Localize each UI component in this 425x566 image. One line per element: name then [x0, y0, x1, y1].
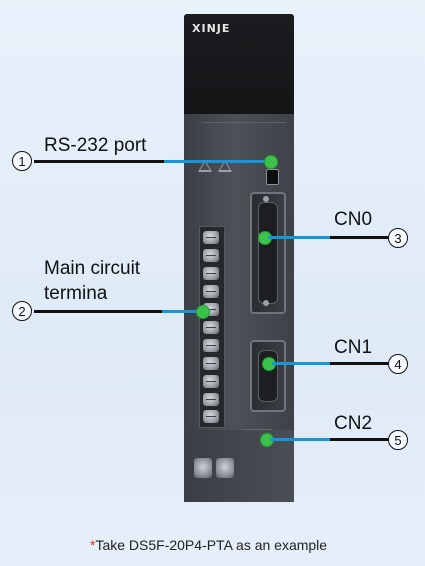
terminal-screw-icon [203, 267, 219, 280]
callout-number-4: 4 [388, 354, 408, 374]
callout-number-2: 2 [12, 301, 32, 321]
rs232-port-socket [266, 169, 279, 185]
terminal-screw-icon [203, 410, 219, 423]
callout-label-rs232: RS-232 port [44, 135, 147, 156]
leader-line-1 [34, 160, 164, 163]
screw-icon [263, 300, 269, 306]
terminal-screw-icon [203, 285, 219, 298]
warning-icon [198, 160, 212, 172]
main-circuit-terminal-block [199, 226, 225, 428]
terminal-screw-icon [203, 249, 219, 262]
callout-number-1: 1 [12, 151, 32, 171]
servo-drive: XINJE [184, 14, 294, 502]
ground-terminal-icon [216, 458, 234, 478]
ground-terminal-icon [194, 458, 212, 478]
footnote: *Take DS5F-20P4-PTA as an example [90, 537, 327, 553]
leader-line-accent-4 [272, 362, 330, 365]
leader-line-5 [330, 438, 388, 441]
panel-divider [202, 122, 286, 123]
leader-line-2 [34, 310, 162, 313]
callout-label-cn0: CN0 [334, 209, 373, 230]
callout-label-main-circuit-line1: Main circuit [44, 258, 141, 279]
leader-line-accent-5 [270, 438, 330, 441]
leader-line-accent-2 [162, 310, 204, 313]
terminal-screw-icon [203, 339, 219, 352]
brand-logo: XINJE [192, 22, 231, 35]
callout-label-cn2: CN2 [334, 413, 373, 434]
leader-line-3 [330, 236, 388, 239]
callout-number-3: 3 [388, 228, 408, 248]
callout-number-5: 5 [388, 430, 408, 450]
terminal-screw-icon [203, 231, 219, 244]
anchor-dot-1 [264, 155, 278, 169]
terminal-screw-icon [203, 393, 219, 406]
drive-display-area: XINJE [184, 14, 294, 114]
leader-line-4 [330, 362, 388, 365]
callout-label-main-circuit-line2: termina [44, 283, 108, 304]
screw-icon [263, 196, 269, 202]
warning-icon [218, 160, 232, 172]
cn0-connector-face [258, 202, 278, 304]
footnote-text: Take DS5F-20P4-PTA as an example [95, 537, 328, 553]
cn0-connector [250, 192, 286, 314]
cn1-connector [250, 340, 286, 412]
callout-label-cn1: CN1 [334, 337, 373, 358]
anchor-dot-2 [196, 305, 210, 319]
footnote-marker: * [90, 537, 96, 553]
leader-line-accent-3 [268, 236, 330, 239]
terminal-screw-icon [203, 357, 219, 370]
leader-line-accent-1 [164, 160, 270, 163]
terminal-screw-icon [203, 375, 219, 388]
terminal-screw-icon [203, 321, 219, 334]
